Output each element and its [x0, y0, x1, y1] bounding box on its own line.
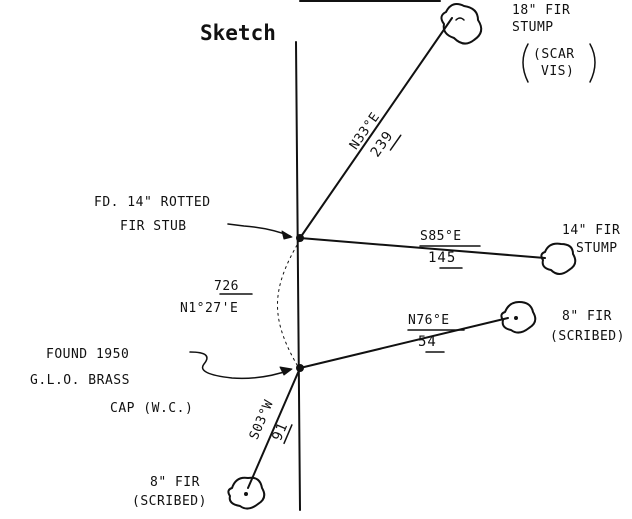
stump-ssw-icon	[227, 476, 266, 510]
stump-ne-paren-left	[522, 43, 529, 83]
tie-ene-distance: 54	[418, 334, 437, 350]
stump-ene-icon	[500, 301, 537, 334]
tie-between-bearing: N1°27'E	[180, 301, 238, 316]
upper-corner-leader	[227, 223, 291, 237]
stump-ssw-label-1: 8" FIR	[150, 475, 200, 490]
upper-corner-marker	[296, 234, 304, 242]
upper-corner-label-1: FD. 14" ROTTED	[94, 195, 211, 210]
stump-ene-label-1: 8" FIR	[562, 309, 612, 324]
lower-corner-label-3: CAP (W.C.)	[110, 401, 193, 416]
stump-ne-paren-right	[589, 43, 596, 83]
upper-corner-leader-arrow	[281, 230, 293, 240]
tie-between-distance: 726	[214, 279, 239, 294]
tie-line-ene	[299, 317, 509, 369]
tie-ssw-distance: 91	[269, 420, 291, 444]
lower-corner-label-1: FOUND 1950	[46, 347, 129, 362]
stump-e-label-2: STUMP	[576, 241, 618, 256]
tie-ssw-underline	[283, 424, 293, 445]
sketch-title: Sketch	[200, 21, 276, 45]
tie-e-bearing: S85°E	[420, 229, 462, 244]
stump-ene-label-2: (SCRIBED)	[550, 329, 625, 344]
vertical-section-line	[295, 41, 301, 511]
tie-line-ssw	[247, 367, 301, 489]
stump-ne-icon	[440, 3, 483, 45]
stump-ne-label-3: (SCAR	[533, 47, 575, 62]
lower-corner-marker	[296, 364, 304, 372]
stump-ne-label-1: 18" FIR	[512, 3, 570, 18]
stump-e-label-1: 14" FIR	[562, 223, 620, 238]
upper-corner-label-2: FIR STUB	[120, 219, 187, 234]
tie-line-e	[299, 237, 546, 259]
stump-ssw-scribe-mark	[244, 492, 248, 496]
tie-arc	[277, 239, 301, 371]
tie-ssw-annotation: S03°W 91	[247, 398, 293, 445]
tie-e-distance: 145	[428, 250, 456, 266]
lower-corner-leader	[189, 351, 291, 380]
stump-ssw-label-2: (SCRIBED)	[132, 494, 207, 509]
tie-ne-underline	[389, 134, 402, 151]
stump-ene-scribe-mark	[514, 316, 518, 320]
stump-ne-scar	[455, 17, 465, 21]
stump-ne-label-4: VIS)	[541, 64, 574, 79]
lower-corner-leader-arrow	[279, 366, 293, 376]
tie-line-ne	[299, 17, 453, 239]
lower-corner-label-2: G.L.O. BRASS	[30, 373, 130, 388]
tie-ene-bearing: N76°E	[408, 313, 450, 328]
stump-e-icon	[540, 242, 577, 275]
stump-ne-label-2: STUMP	[512, 20, 554, 35]
